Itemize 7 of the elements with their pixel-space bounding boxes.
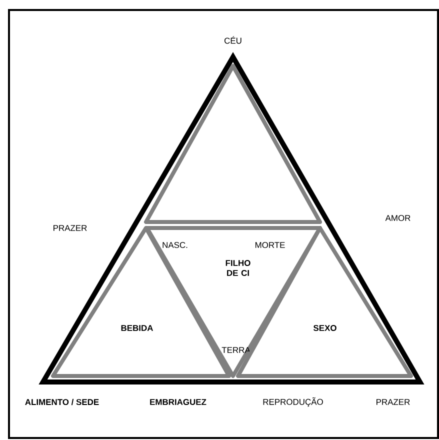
label: REPRODUÇÃO <box>263 397 323 407</box>
label: EMBRIAGUEZ <box>150 399 206 405</box>
triangle <box>144 64 322 224</box>
label: ALIMENTO / SEDE <box>25 398 99 406</box>
label: CÉU <box>224 36 242 44</box>
label: PRAZER <box>376 399 410 405</box>
label: PRAZER <box>54 225 87 231</box>
